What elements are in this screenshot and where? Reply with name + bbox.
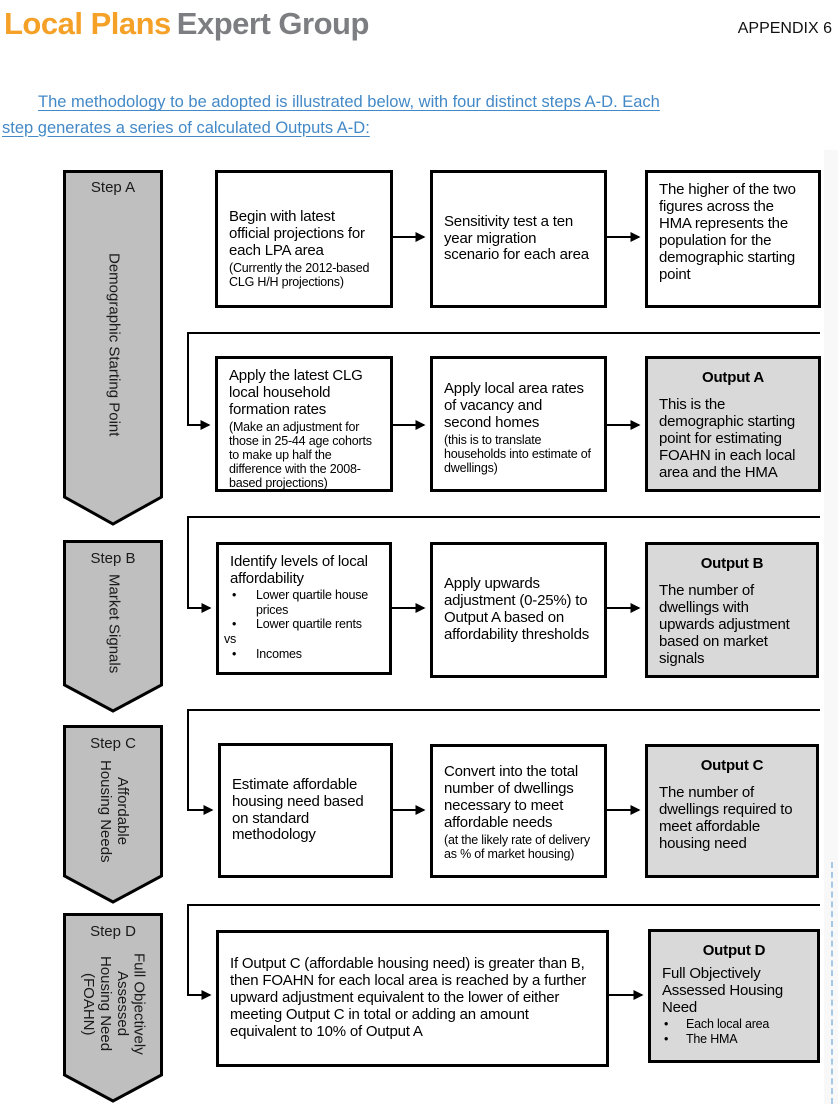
box-estimate-affordable: Estimate affordable housing need based o…	[218, 743, 393, 878]
box-note-text: (this is to translate households into es…	[444, 432, 591, 475]
box-identify-affordability: Identify levels of local affordability •…	[216, 542, 392, 675]
box-output-c: Output C The number of dwellings require…	[645, 744, 819, 878]
box-convert-dwellings: Convert into the total number of dwellin…	[430, 744, 607, 878]
output-c-body: The number of dwellings required to meet…	[659, 783, 793, 852]
page-edge-strip	[824, 150, 838, 1104]
box-foahn-rule: If Output C (affordable housing need) is…	[216, 930, 609, 1067]
intro-paragraph: The methodology to be adopted is illustr…	[2, 93, 660, 137]
step-a-arrow-shape	[63, 170, 163, 526]
output-b-body: The number of dwellings with upwards adj…	[659, 581, 790, 667]
bullet-item: • Incomes	[230, 647, 378, 662]
box-main-text: Convert into the total number of dwellin…	[444, 763, 579, 831]
box-higher-of-two: The higher of the two figures across the…	[645, 170, 821, 308]
box-main-text: Estimate affordable housing need based o…	[232, 775, 364, 844]
step-d-title: Full Objectively Assessed Housing Need (…	[80, 953, 148, 1055]
step-d-label: Step D	[90, 923, 136, 940]
box-household-formation: Apply the latest CLG local household for…	[215, 356, 393, 492]
connector-to-row-c	[187, 709, 820, 815]
box-output-a: Output A This is the demographic startin…	[645, 356, 821, 492]
connector-to-row-b	[187, 516, 820, 613]
connector-to-row-a2	[187, 332, 820, 430]
output-d-title: Output D	[702, 942, 766, 959]
box-main-text: Identify levels of local affordability	[230, 553, 368, 587]
step-c-arrow-shape	[63, 725, 163, 904]
bullet-dot: •	[664, 1031, 669, 1046]
output-d-body: Full Objectively Assessed Housing Need	[662, 964, 784, 1016]
box-output-d: Output D Full Objectively Assessed Housi…	[648, 929, 820, 1063]
bullet-dot: •	[232, 587, 237, 602]
output-c-title: Output C	[700, 757, 764, 774]
bullet-text: Each local area	[686, 1016, 770, 1031]
appendix-label: APPENDIX 6	[737, 20, 832, 37]
bullet-item: • Each local area	[662, 1017, 806, 1032]
bullet-dot: •	[232, 617, 237, 632]
bullet-dot: •	[664, 1016, 669, 1031]
box-main-text: Sensitivity test a ten year migration sc…	[444, 212, 589, 264]
box-upwards-adjustment: Apply upwards adjustment (0-25%) to Outp…	[430, 542, 607, 678]
connector-to-row-d	[187, 904, 820, 1000]
step-a-label: Step A	[90, 179, 136, 196]
box-note-text: (Currently the 2012-based CLG H/H projec…	[229, 260, 370, 289]
output-a-body: This is the demographic starting point f…	[659, 395, 796, 481]
box-main-text: Apply the latest CLG local household for…	[229, 367, 363, 418]
output-b-title: Output B	[700, 555, 764, 572]
box-note-text: (at the likely rate of delivery as % of …	[444, 832, 590, 861]
bullet-text: Lower quartile rents	[256, 617, 362, 632]
step-c-label: Step C	[90, 735, 136, 752]
box-main-text: The higher of the two figures across the…	[659, 181, 796, 283]
step-b-label: Step B	[90, 550, 136, 567]
box-sensitivity-test: Sensitivity test a ten year migration sc…	[430, 170, 607, 308]
bullet-item: • The HMA	[662, 1032, 806, 1047]
box-main-text: Apply local area rates of vacancy and se…	[444, 380, 584, 431]
bullet-text: Incomes	[256, 646, 302, 661]
text-boundary-dashed-line	[831, 862, 833, 1104]
logo-local-plans: Local Plans	[4, 6, 171, 41]
step-d-arrow-shape	[63, 913, 163, 1103]
box-begin-projections: Begin with latest official projections f…	[215, 170, 393, 308]
step-b-arrow-shape	[63, 540, 163, 713]
box-main-text: If Output C (affordable housing need) is…	[230, 955, 587, 1040]
bullet-text: Lower quartile house prices	[256, 587, 369, 617]
box-note-text: (Make an adjustment for those in 25-44 a…	[229, 419, 372, 490]
box-main-text: Apply upwards adjustment (0-25%) to Outp…	[444, 575, 590, 643]
bullet-item: • Lower quartile house prices	[230, 588, 378, 618]
bullet-item: • Lower quartile rents	[230, 617, 378, 632]
step-c-title: Affordable Housing Needs	[97, 759, 131, 863]
vs-text: vs	[224, 632, 237, 647]
step-a-title: Demographic Starting Point	[105, 253, 123, 437]
box-output-b: Output B The number of dwellings with up…	[645, 542, 819, 678]
logo-expert-group: Expert Group	[176, 6, 370, 41]
box-main-text: Begin with latest official projections f…	[229, 208, 365, 259]
bullet-dot: •	[232, 646, 237, 661]
bullet-text: The HMA	[686, 1031, 738, 1046]
box-vacancy-second-homes: Apply local area rates of vacancy and se…	[430, 356, 607, 492]
step-b-title: Market Signals	[105, 573, 123, 674]
output-a-title: Output A	[702, 369, 764, 386]
